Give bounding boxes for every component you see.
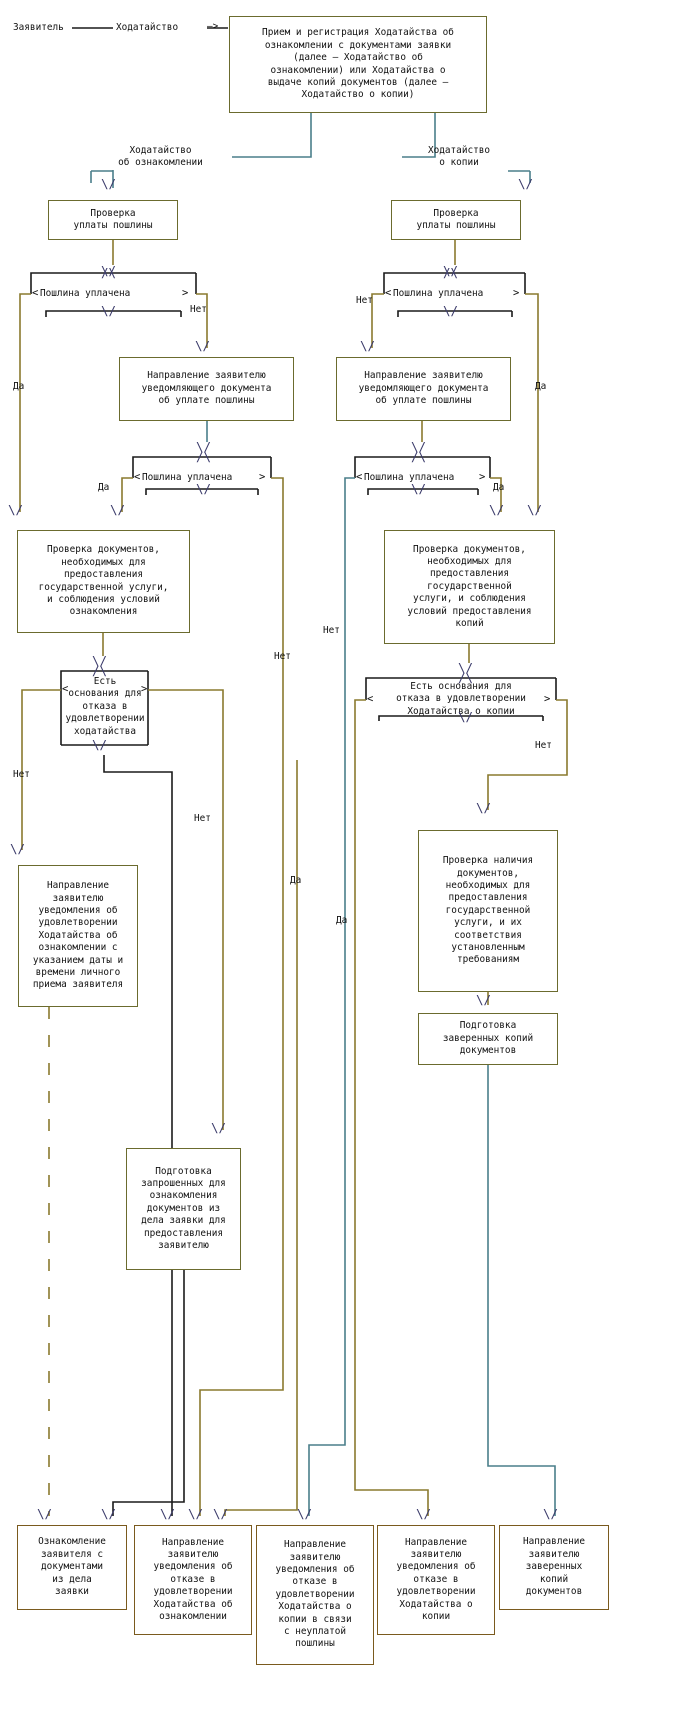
node-intake: Прием и регистрация Ходатайства об ознак…: [229, 16, 487, 113]
decision-duty-r1-label: Пошлина уплачена: [393, 288, 484, 299]
arrow-into-check-docs-right-a: \/: [489, 502, 505, 517]
node-prepare-copies-right: Подготовка заверенных копий документов: [418, 1013, 558, 1065]
arrow-into-decision-duty-l2: \/: [196, 439, 212, 454]
decision-duty-r1-right-glyph: >: [513, 287, 520, 299]
start-arrow-icon: —>: [207, 21, 219, 32]
arrow-into-terminal-4: \/: [416, 1506, 432, 1521]
grounds-right-right-glyph: >: [544, 693, 551, 705]
edge-label-grounds-left-no-right: Нет: [194, 813, 211, 824]
terminal-box-4: Направление заявителю уведомления об отк…: [377, 1525, 495, 1635]
arrow-into-terminal-5: \/: [543, 1506, 559, 1521]
edge-label-r1-no: Нет: [356, 295, 373, 306]
arrow-into-decision-duty-r2: \/: [411, 439, 427, 454]
arrow-into-terminal-3: \/: [297, 1506, 313, 1521]
node-notify-duty-left: Направление заявителю уведомляющего доку…: [119, 357, 294, 421]
node-check-duty-right: Проверка уплаты пошлины: [391, 200, 521, 240]
grounds-right-bottom-glyph: \/: [458, 709, 474, 724]
arrow-into-terminal-1b: \/: [101, 1506, 117, 1521]
arrow-into-notify-duty-right: \/: [360, 338, 376, 353]
node-notify-grant-left: Направление заявителю уведомления об удо…: [18, 865, 138, 1007]
decision-duty-r2-label: Пошлина уплачена: [364, 472, 455, 483]
actor-label: Заявитель: [13, 22, 64, 33]
decision-duty-r2-right-glyph: >: [479, 471, 486, 483]
arrow-into-check-docs-left-a: \/: [8, 502, 24, 517]
arrow-into-decision-duty-l1: \/: [101, 263, 117, 278]
grounds-left-bottom-glyph: \/: [92, 737, 108, 752]
decision-duty-l2-left-glyph: <: [134, 471, 141, 483]
edge-label-r1-yes: Да: [535, 381, 547, 392]
decision-duty-l1-label: Пошлина уплачена: [40, 288, 131, 299]
decision-duty-r1-top-glyph: /\: [443, 265, 459, 280]
edge-label-l2-no: Нет: [274, 651, 291, 662]
terminal-box-3: Направление заявителю уведомления об отк…: [256, 1525, 374, 1665]
terminal-box-2: Направление заявителю уведомления об отк…: [134, 1525, 252, 1635]
arrow-into-check-duty-right: \/: [518, 176, 534, 191]
arrow-into-terminal-2c: \/: [213, 1506, 229, 1521]
decision-duty-l2-label: Пошлина уплачена: [142, 472, 233, 483]
node-notify-duty-right: Направление заявителю уведомляющего доку…: [336, 357, 511, 421]
decision-duty-l2-bottom-glyph: \/: [196, 481, 212, 496]
node-check-presence-right: Проверка наличия документов, необходимых…: [418, 830, 558, 992]
decision-duty-l1-bottom-glyph: \/: [101, 303, 117, 318]
decision-duty-r1-bottom-glyph: \/: [443, 303, 459, 318]
start-connector-label: Ходатайство: [116, 22, 179, 33]
edge-label-r2-yes: Да: [493, 482, 505, 493]
decision-duty-l2-top-glyph: /\: [196, 449, 212, 464]
grounds-left-right-glyph: >: [141, 683, 148, 695]
arrow-into-notify-grant-left: \/: [10, 841, 26, 856]
edge-label-l2-yes: Да: [98, 482, 110, 493]
grounds-left-left-glyph: <: [62, 683, 69, 695]
edge-label-grounds-left-no-left: Нет: [13, 769, 30, 780]
edge-label-mid-yes-1: Да: [290, 875, 302, 886]
arrow-into-terminal-2a: \/: [160, 1506, 176, 1521]
grounds-right-label: Есть основания для отказа в удовлетворен…: [396, 681, 526, 717]
decision-duty-r2-bottom-glyph: \/: [411, 481, 427, 496]
arrow-into-prepare-copies: \/: [476, 992, 492, 1007]
branch-label-left: Ходатайство об ознакомлении: [118, 145, 203, 169]
arrow-into-prepare-docs-left: \/: [211, 1120, 227, 1135]
arrow-into-check-docs-right-b: \/: [527, 502, 543, 517]
decision-duty-l2-right-glyph: >: [259, 471, 266, 483]
terminal-box-1: Ознакомление заявителя с документами из …: [17, 1525, 127, 1610]
node-check-docs-left: Проверка документов, необходимых для пре…: [17, 530, 190, 633]
grounds-left-top-glyph: /\: [92, 663, 108, 678]
edge-label-r2-no: Нет: [323, 625, 340, 636]
grounds-right-top-glyph: /\: [458, 670, 474, 685]
grounds-right-left-glyph: <: [367, 693, 374, 705]
edge-label-mid-yes-2: Да: [336, 915, 348, 926]
terminal-box-5: Направление заявителю заверенных копий д…: [499, 1525, 609, 1610]
branch-label-right: Ходатайство о копии: [427, 145, 491, 169]
decision-duty-r2-top-glyph: /\: [411, 449, 427, 464]
edge-label-l1-yes: Да: [13, 381, 25, 392]
decision-duty-r1-left-glyph: <: [385, 287, 392, 299]
node-check-duty-left: Проверка уплаты пошлины: [48, 200, 178, 240]
decision-duty-r2-left-glyph: <: [356, 471, 363, 483]
grounds-left-label: Есть основания для отказа в удовлетворен…: [65, 676, 145, 737]
arrow-into-decision-duty-r1: \/: [443, 263, 459, 278]
decision-duty-l1-top-glyph: /\: [101, 265, 117, 280]
arrow-into-grounds-left: \/: [92, 653, 108, 668]
edge-label-grounds-right-no: Нет: [535, 740, 552, 751]
arrow-into-notify-duty-left: \/: [195, 338, 211, 353]
node-prepare-docs-left: Подготовка запрошенных для ознакомления …: [126, 1148, 241, 1270]
arrow-into-check-duty-left: \/: [101, 176, 117, 191]
arrow-into-terminal-1a: \/: [37, 1506, 53, 1521]
arrow-into-check-docs-left-b: \/: [110, 502, 126, 517]
decision-duty-l1-right-glyph: >: [182, 287, 189, 299]
arrow-into-terminal-2b: \/: [188, 1506, 204, 1521]
decision-duty-l1-left-glyph: <: [32, 287, 39, 299]
arrow-into-grounds-right: \/: [458, 660, 474, 675]
edge-label-l1-no: Нет: [190, 304, 207, 315]
arrow-into-check-presence: \/: [476, 800, 492, 815]
node-check-docs-right: Проверка документов, необходимых для пре…: [384, 530, 555, 644]
